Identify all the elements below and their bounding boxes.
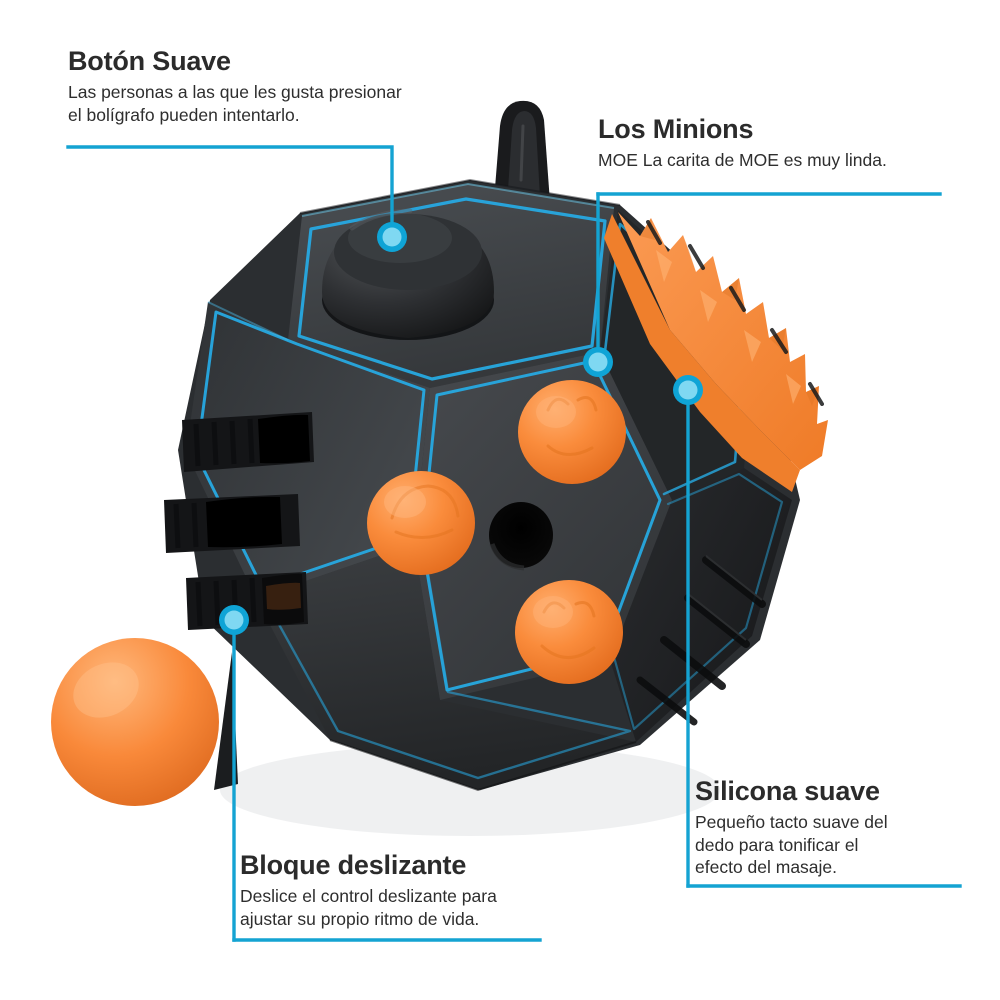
callout-title: Bloque deslizante <box>240 850 467 880</box>
callout-title: Los Minions <box>598 114 754 144</box>
marker-los-minions[interactable] <box>583 347 613 377</box>
marker-boton-suave[interactable] <box>377 222 407 252</box>
callout-description: Pequeño tacto suave del dedo para tonifi… <box>695 812 888 878</box>
dome-button <box>322 208 494 340</box>
spiky-silicone-strip <box>604 212 828 492</box>
callout-description: Las personas a las que les gusta presion… <box>68 82 402 125</box>
callout-title: Botón Suave <box>68 46 231 76</box>
marker-dots <box>219 222 703 635</box>
center-hole <box>489 502 553 571</box>
marker-silicona-suave[interactable] <box>673 375 703 405</box>
callout-description: MOE La carita de MOE es muy linda. <box>598 150 887 171</box>
slider-block <box>164 412 314 630</box>
callout-silicona-suave: Silicona suave Pequeño tacto suave del d… <box>695 776 888 878</box>
callout-bloque-deslizante: Bloque deslizante Deslice el control des… <box>240 850 497 930</box>
joystick-ball <box>51 638 238 806</box>
callout-title: Silicona suave <box>695 776 880 806</box>
minion-buttons <box>367 380 626 684</box>
connector-boton-suave <box>66 145 394 239</box>
marker-bloque-deslizante[interactable] <box>219 605 249 635</box>
callout-description: Deslice el control deslizante para ajust… <box>240 886 497 929</box>
callout-boton-suave: Botón Suave Las personas a las que les g… <box>68 46 402 126</box>
callout-los-minions: Los Minions MOE La carita de MOE es muy … <box>598 114 887 172</box>
gear-grooves <box>636 556 766 726</box>
